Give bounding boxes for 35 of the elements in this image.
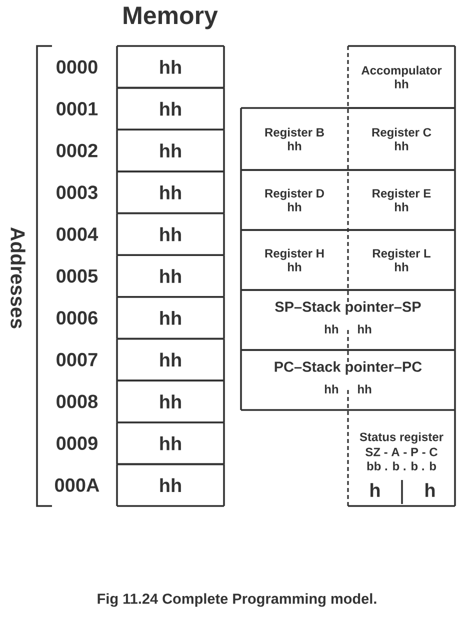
register-box: PC–Stack pointer–PC hh hh: [240, 349, 456, 411]
register-box: SP–Stack pointer–SP hh hh: [240, 289, 456, 351]
register-box: Accompulator hh: [347, 45, 456, 109]
column-heading: Memory: [124, 6, 218, 30]
axis-label: Addresses: [10, 227, 26, 328]
address-label: 0004: [56, 227, 98, 241]
memory-cell: hh: [116, 296, 225, 340]
address-label: 0008: [56, 394, 98, 408]
register-box: Register C hh: [347, 107, 456, 171]
register-box: Register B hh: [240, 107, 349, 171]
register-box: Register D hh: [240, 169, 349, 231]
memory-cell: hh: [116, 338, 225, 382]
address-label: 0001: [56, 102, 98, 116]
memory-cell: hh: [116, 212, 225, 256]
caption: Fig 11.24 Complete Programming model.: [98, 593, 376, 607]
address-label: 0002: [56, 144, 98, 158]
memory-cell: hh: [116, 128, 225, 172]
memory-cell: hh: [116, 254, 225, 298]
register-box: Register L hh: [347, 229, 456, 291]
register-box: Register E hh: [347, 169, 456, 231]
address-label: 0007: [56, 352, 98, 366]
address-label: 0000: [56, 60, 98, 74]
memory-cell: hh: [116, 380, 225, 424]
address-label: 0006: [56, 311, 98, 325]
memory-cell: hh: [116, 45, 225, 89]
register-box: Register H hh: [240, 229, 349, 291]
memory-cell: hh: [116, 170, 225, 214]
address-label: 0003: [56, 186, 98, 200]
memory-cell: hh: [116, 86, 225, 131]
memory-cell: hh: [116, 463, 225, 507]
address-label: 0009: [56, 436, 98, 450]
status-register-box: Status register SZ - A - P - C bb . b . b . b h h: [347, 409, 456, 507]
address-label: 0005: [56, 269, 98, 283]
memory-cell: hh: [116, 421, 225, 466]
address-label: 000A: [55, 478, 100, 492]
